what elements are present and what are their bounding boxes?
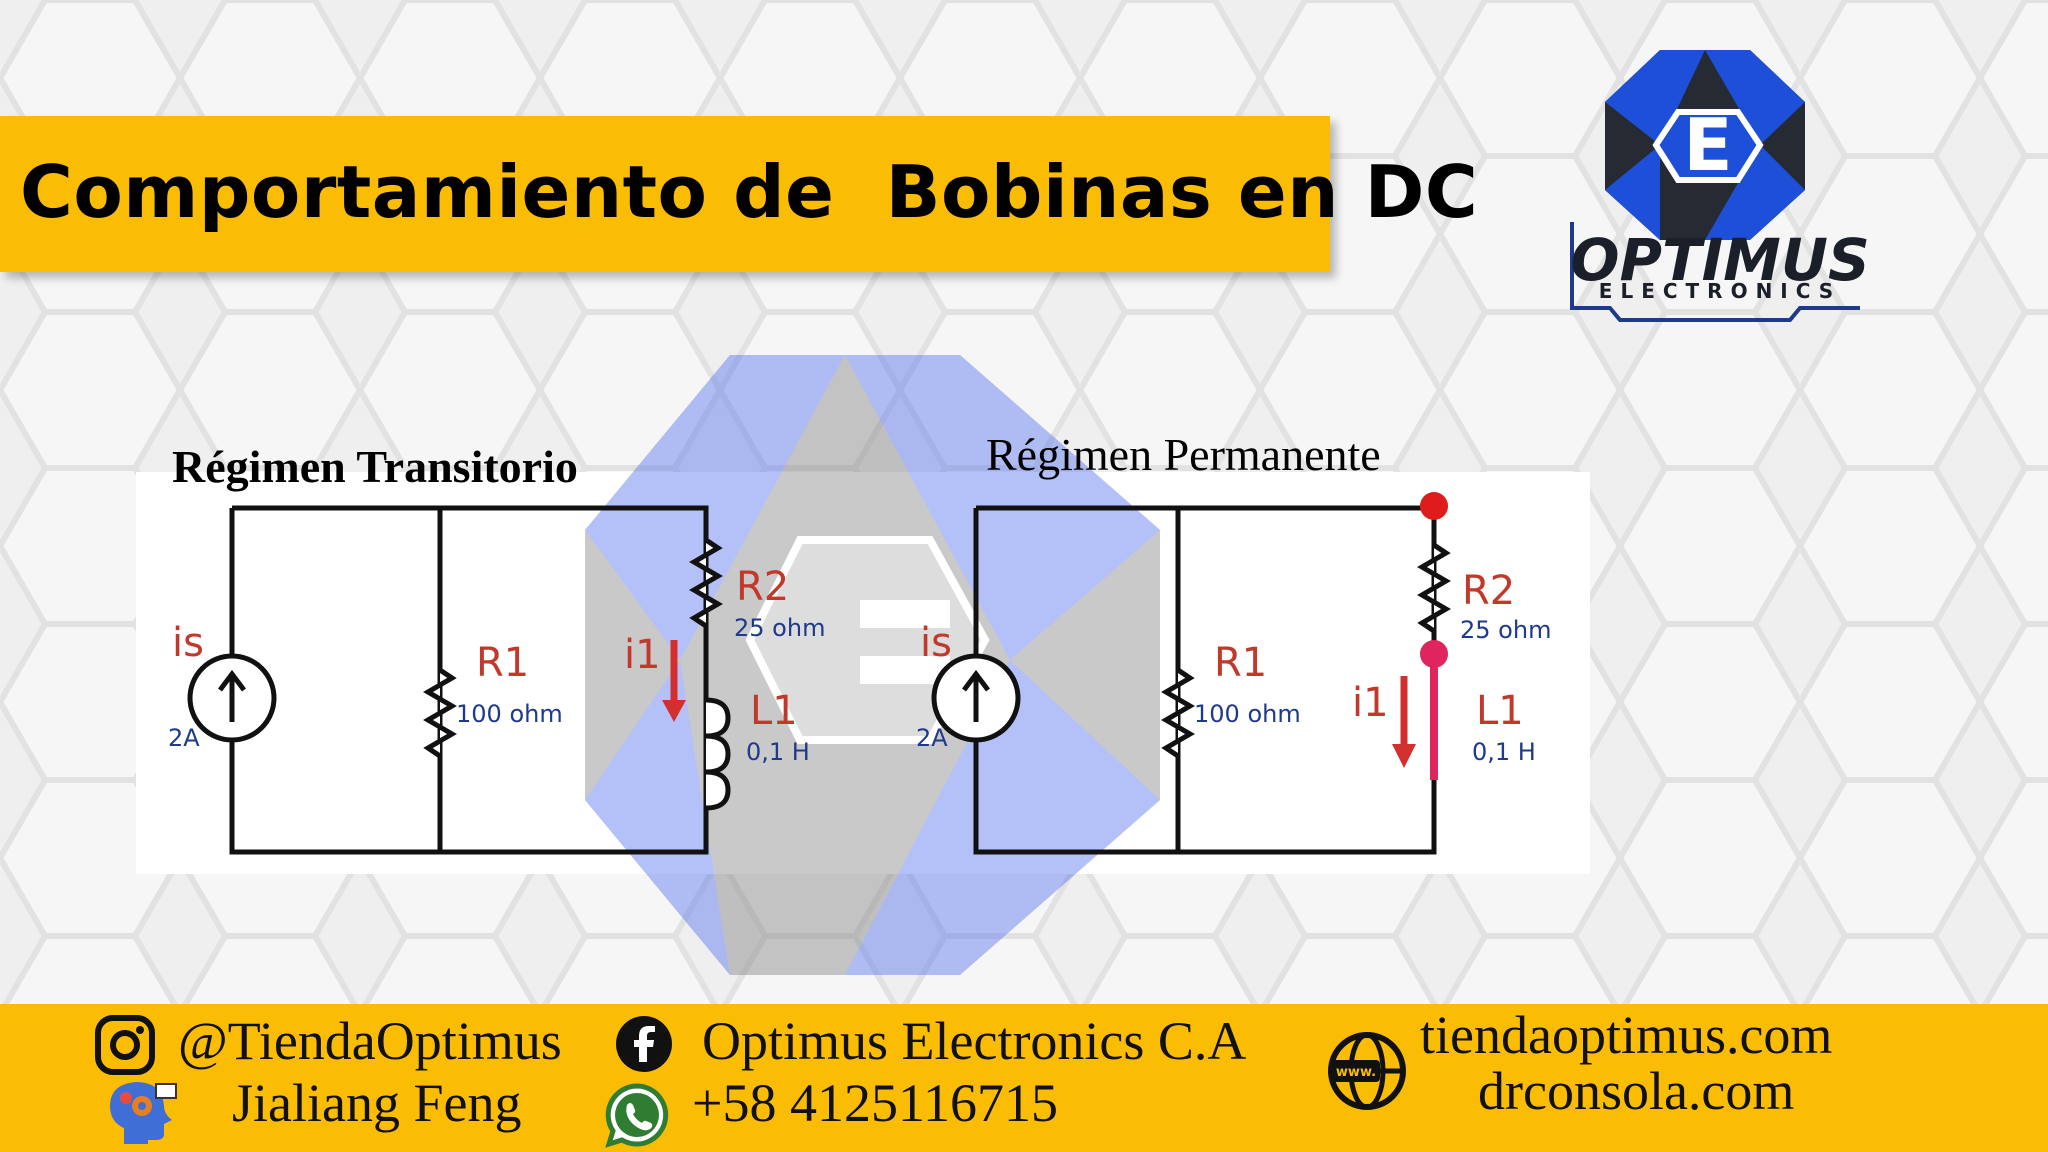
value-is-left: 2A [168,724,200,752]
label-r2-right: R2 [1462,568,1515,614]
label-r1-right: R1 [1214,640,1267,686]
label-l1-right: L1 [1476,688,1524,734]
instagram-handle[interactable]: @TiendaOptimus [178,1011,562,1071]
resistor-r1-icon [423,667,457,759]
value-is-right: 2A [916,724,948,752]
label-is-left: is [172,620,204,666]
resistor-r2-icon-right [1417,542,1451,634]
website-drconsola[interactable]: drconsola.com [1478,1061,1795,1121]
website-tiendaoptimus[interactable]: tiendaoptimus.com [1420,1005,1833,1065]
heading-permanente: Régimen Permanente [986,429,1381,480]
value-r2-right: 25 ohm [1460,616,1551,644]
node-top-right [1420,492,1448,520]
slide-title: Comportamiento de Bobinas en DC [20,150,1479,234]
svg-text:E: E [1683,103,1732,187]
label-r2-left: R2 [736,564,789,610]
label-is-right: is [920,620,952,666]
value-r1-left: 100 ohm [456,700,563,728]
resistor-r1-icon-right [1161,667,1195,759]
label-i1-left: i1 [624,632,661,678]
resistor-r2-icon [689,537,723,629]
whatsapp-number[interactable]: +58 4125116715 [692,1073,1058,1133]
facebook-icon[interactable] [614,1014,674,1074]
svg-text:ELECTRONICS: ELECTRONICS [1599,279,1841,303]
whatsapp-icon[interactable] [604,1082,670,1148]
value-l1-right: 0,1 H [1472,738,1536,766]
value-l1-left: 0,1 H [746,738,810,766]
value-r2-left: 25 ohm [734,614,825,642]
contact-footer: @TiendaOptimus Optimus Electronics C.A w… [0,1004,2048,1152]
head-gears-icon [110,1082,177,1144]
optimus-logo: E OPTIMUS ELECTRONICS [1560,40,1880,340]
circuit-transitorio [187,505,731,855]
inductor-l1-icon [705,697,731,811]
label-i1-right: i1 [1352,680,1389,726]
globe-icon[interactable]: www. [1326,1030,1408,1112]
circuit-permanente [931,492,1451,855]
instagram-icon[interactable] [94,1014,156,1076]
circuit-panel [136,472,1590,874]
optimus-emblem-icon: E OPTIMUS ELECTRONICS [1570,50,1870,322]
author-name: Jialiang Feng [232,1073,522,1133]
svg-text:www.: www. [1336,1065,1376,1080]
label-r1-left: R1 [476,640,529,686]
title-banner: Comportamiento de Bobinas en DC [0,116,1478,272]
svg-text:OPTIMUS: OPTIMUS [1570,226,1870,294]
wire-top-left [229,505,709,855]
node-mid-right [1420,640,1448,668]
heading-transitorio: Régimen Transitorio [172,441,578,492]
value-r1-right: 100 ohm [1194,700,1301,728]
facebook-page[interactable]: Optimus Electronics C.A [702,1011,1247,1071]
label-l1-left: L1 [750,688,798,734]
